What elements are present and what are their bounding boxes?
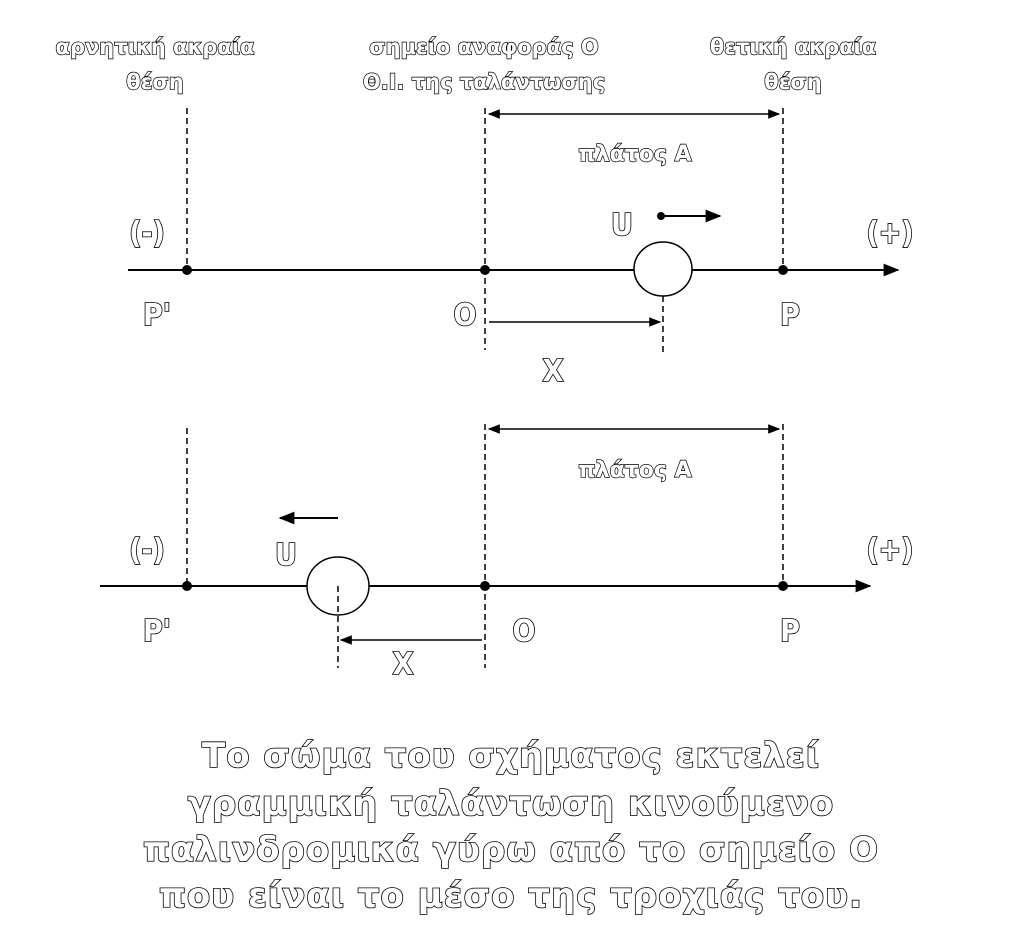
caption-line-3: παλινδρομικά γύρω από το σημείο Ο	[143, 830, 879, 870]
caption-line-4: που είναι το μέσο της τροχιάς του.	[159, 876, 863, 916]
top-velocity-label: U	[611, 208, 633, 243]
bottom-diagram: πλάτος Α U (-) (+) P' O P X	[100, 424, 914, 683]
caption-line-1: Το σώμα του σχήματος εκτελεί	[202, 736, 820, 776]
top-displacement-label: X	[543, 354, 564, 389]
caption-line-2: γραμμική ταλάντωση κινούμενο	[188, 784, 835, 824]
positive-extreme-label-line1: θετική ακραία	[710, 35, 876, 59]
negative-extreme-label-line2: θέση	[126, 70, 183, 94]
bottom-displacement-label: X	[393, 647, 414, 682]
top-amplitude-label: πλάτος Α	[578, 142, 691, 167]
top-minus-label: (-)	[129, 216, 165, 251]
bottom-amplitude-label: πλάτος Α	[578, 458, 691, 483]
top-plus-label: (+)	[866, 216, 913, 251]
bottom-point-p-prime-label: P'	[143, 614, 171, 649]
bottom-minus-label: (-)	[129, 533, 165, 568]
top-point-p	[778, 265, 788, 275]
bottom-point-p	[778, 581, 788, 591]
negative-extreme-label-line1: αρνητική ακραία	[56, 35, 255, 59]
top-point-p-prime	[182, 265, 192, 275]
bottom-point-o	[480, 581, 490, 591]
reference-point-label-line2: Θ.Ι. της ταλάντωσης	[363, 70, 605, 94]
top-point-p-prime-label: P'	[143, 298, 171, 333]
bottom-point-p-prime	[182, 581, 192, 591]
bottom-plus-label: (+)	[866, 533, 913, 568]
bottom-point-o-label: O	[513, 614, 536, 649]
top-point-p-label: P	[780, 298, 800, 333]
top-body	[633, 241, 693, 297]
reference-point-label-line1: σημείο αναφοράς Ο	[369, 35, 598, 59]
positive-extreme-label-line2: θέση	[764, 70, 821, 94]
bottom-velocity-label: U	[275, 538, 297, 573]
top-point-o-label: O	[454, 298, 477, 333]
top-point-o	[480, 265, 490, 275]
top-diagram: πλάτος Α U (-) (+) P' O P X	[128, 108, 914, 390]
bottom-point-p-label: P	[780, 614, 800, 649]
